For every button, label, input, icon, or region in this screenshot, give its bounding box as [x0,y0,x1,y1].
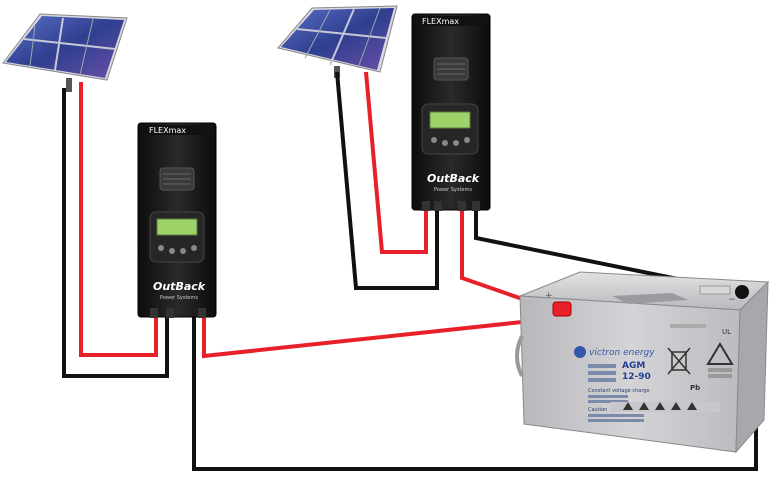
controller-1-button [169,248,175,254]
battery-negative-terminal [735,285,749,299]
controller-2-button [442,140,448,146]
wire-panel1-negative [62,88,169,378]
battery-warning-icons [610,402,720,412]
controller-1-logo: OutBack [153,280,206,293]
crossed-bin-icon [667,347,691,375]
battery-polarity-positive: + [545,291,553,301]
wire-panel1-positive [79,82,158,357]
controller-1-lcd [156,218,198,236]
wire-controller2-output-negative [474,210,743,294]
battery-model-line1: AGM [622,361,645,371]
recycle-icon [706,342,734,365]
wire-panel2-positive [364,71,428,254]
wire-panel2-negative [335,71,439,290]
charge-controller-1: FLEXmax OutBack Power Systems [137,122,217,318]
battery: + − victron energy AGM 12-90 Constant vo… [515,271,770,454]
controller-1-button [191,245,197,251]
controller-2-logo: OutBack [427,172,480,185]
controller-1-button [158,245,164,251]
controller-1-brand: FLEXmax [149,126,186,135]
controller-2-button [431,137,437,143]
controller-2-lcd [429,111,471,129]
battery-model-line2: 12-90 [622,372,651,382]
solar-panel-2 [277,5,398,78]
controller-2-brand: FLEXmax [422,17,459,26]
battery-label-cycle: Constant voltage charge [588,388,650,394]
controller-2-button [453,140,459,146]
controller-1-button [180,248,186,254]
wire-controller1-output-positive [202,316,561,359]
controller-1-logo-sub: Power Systems [160,295,198,301]
solar-panel-1 [2,13,128,92]
controller-2-button [464,137,470,143]
battery-label-caution: Caution [588,407,607,413]
ul-mark-icon: UL [722,328,731,336]
controller-2-logo-sub: Power Systems [434,187,472,193]
charge-controller-2: FLEXmax OutBack Power Systems [411,13,491,211]
battery-label-pb: Pb [690,384,700,392]
battery-brand: victron energy [589,348,655,358]
battery-polarity-negative: − [728,295,736,305]
battery-positive-terminal [552,301,572,317]
